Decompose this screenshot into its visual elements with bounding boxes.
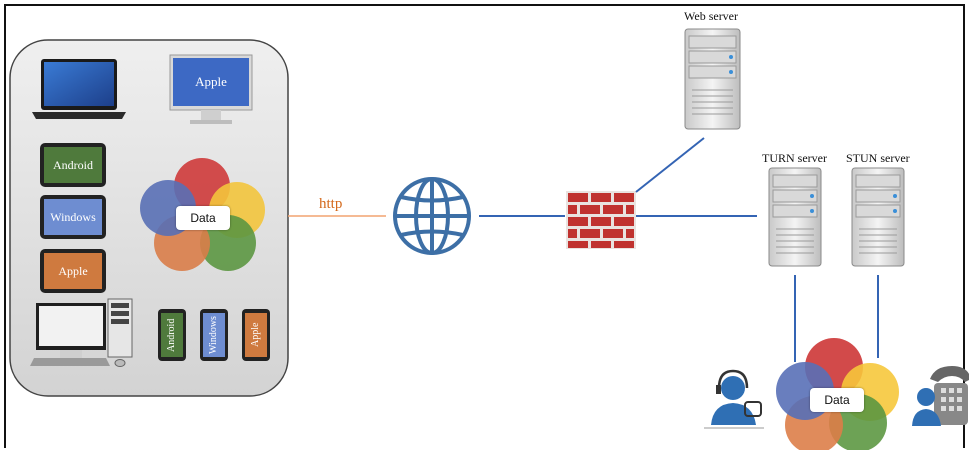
tablet-icon bbox=[40, 249, 106, 293]
tablet-windows-label: Windows bbox=[50, 210, 96, 224]
desktop-icon bbox=[30, 298, 133, 367]
phone-icon bbox=[200, 309, 228, 361]
phone-apple-label: Apple bbox=[250, 322, 261, 348]
monitor-icon bbox=[169, 54, 253, 124]
globe-icon bbox=[393, 177, 471, 255]
tablet-android-label: Android bbox=[53, 158, 93, 172]
telephone-user-icon bbox=[912, 366, 969, 426]
stun-server-label: STUN server bbox=[846, 151, 910, 165]
server-icon bbox=[768, 167, 822, 267]
phone-icon bbox=[158, 309, 186, 361]
monitor-label: Apple bbox=[195, 74, 227, 89]
diagram-frame bbox=[4, 4, 965, 448]
http-label: http bbox=[319, 196, 343, 212]
agent-headset-icon bbox=[704, 369, 764, 429]
tablet-apple-label: Apple bbox=[58, 264, 88, 278]
firewall-webserver-link bbox=[635, 137, 705, 193]
tablet-icon bbox=[40, 195, 106, 239]
data-badge: Data bbox=[176, 206, 230, 230]
server-icon bbox=[684, 28, 741, 130]
web-server-label: Web server bbox=[684, 9, 739, 23]
firewall-icon bbox=[566, 191, 636, 249]
phone-windows-label: Windows bbox=[208, 316, 219, 354]
phone-android-label: Android bbox=[166, 318, 177, 352]
tablet-icon bbox=[40, 143, 106, 187]
laptop-icon bbox=[32, 59, 126, 119]
turn-server-label: TURN server bbox=[762, 151, 827, 165]
server-icon bbox=[851, 167, 905, 267]
data-badge-bottom: Data bbox=[810, 388, 864, 412]
phone-icon bbox=[242, 309, 270, 361]
